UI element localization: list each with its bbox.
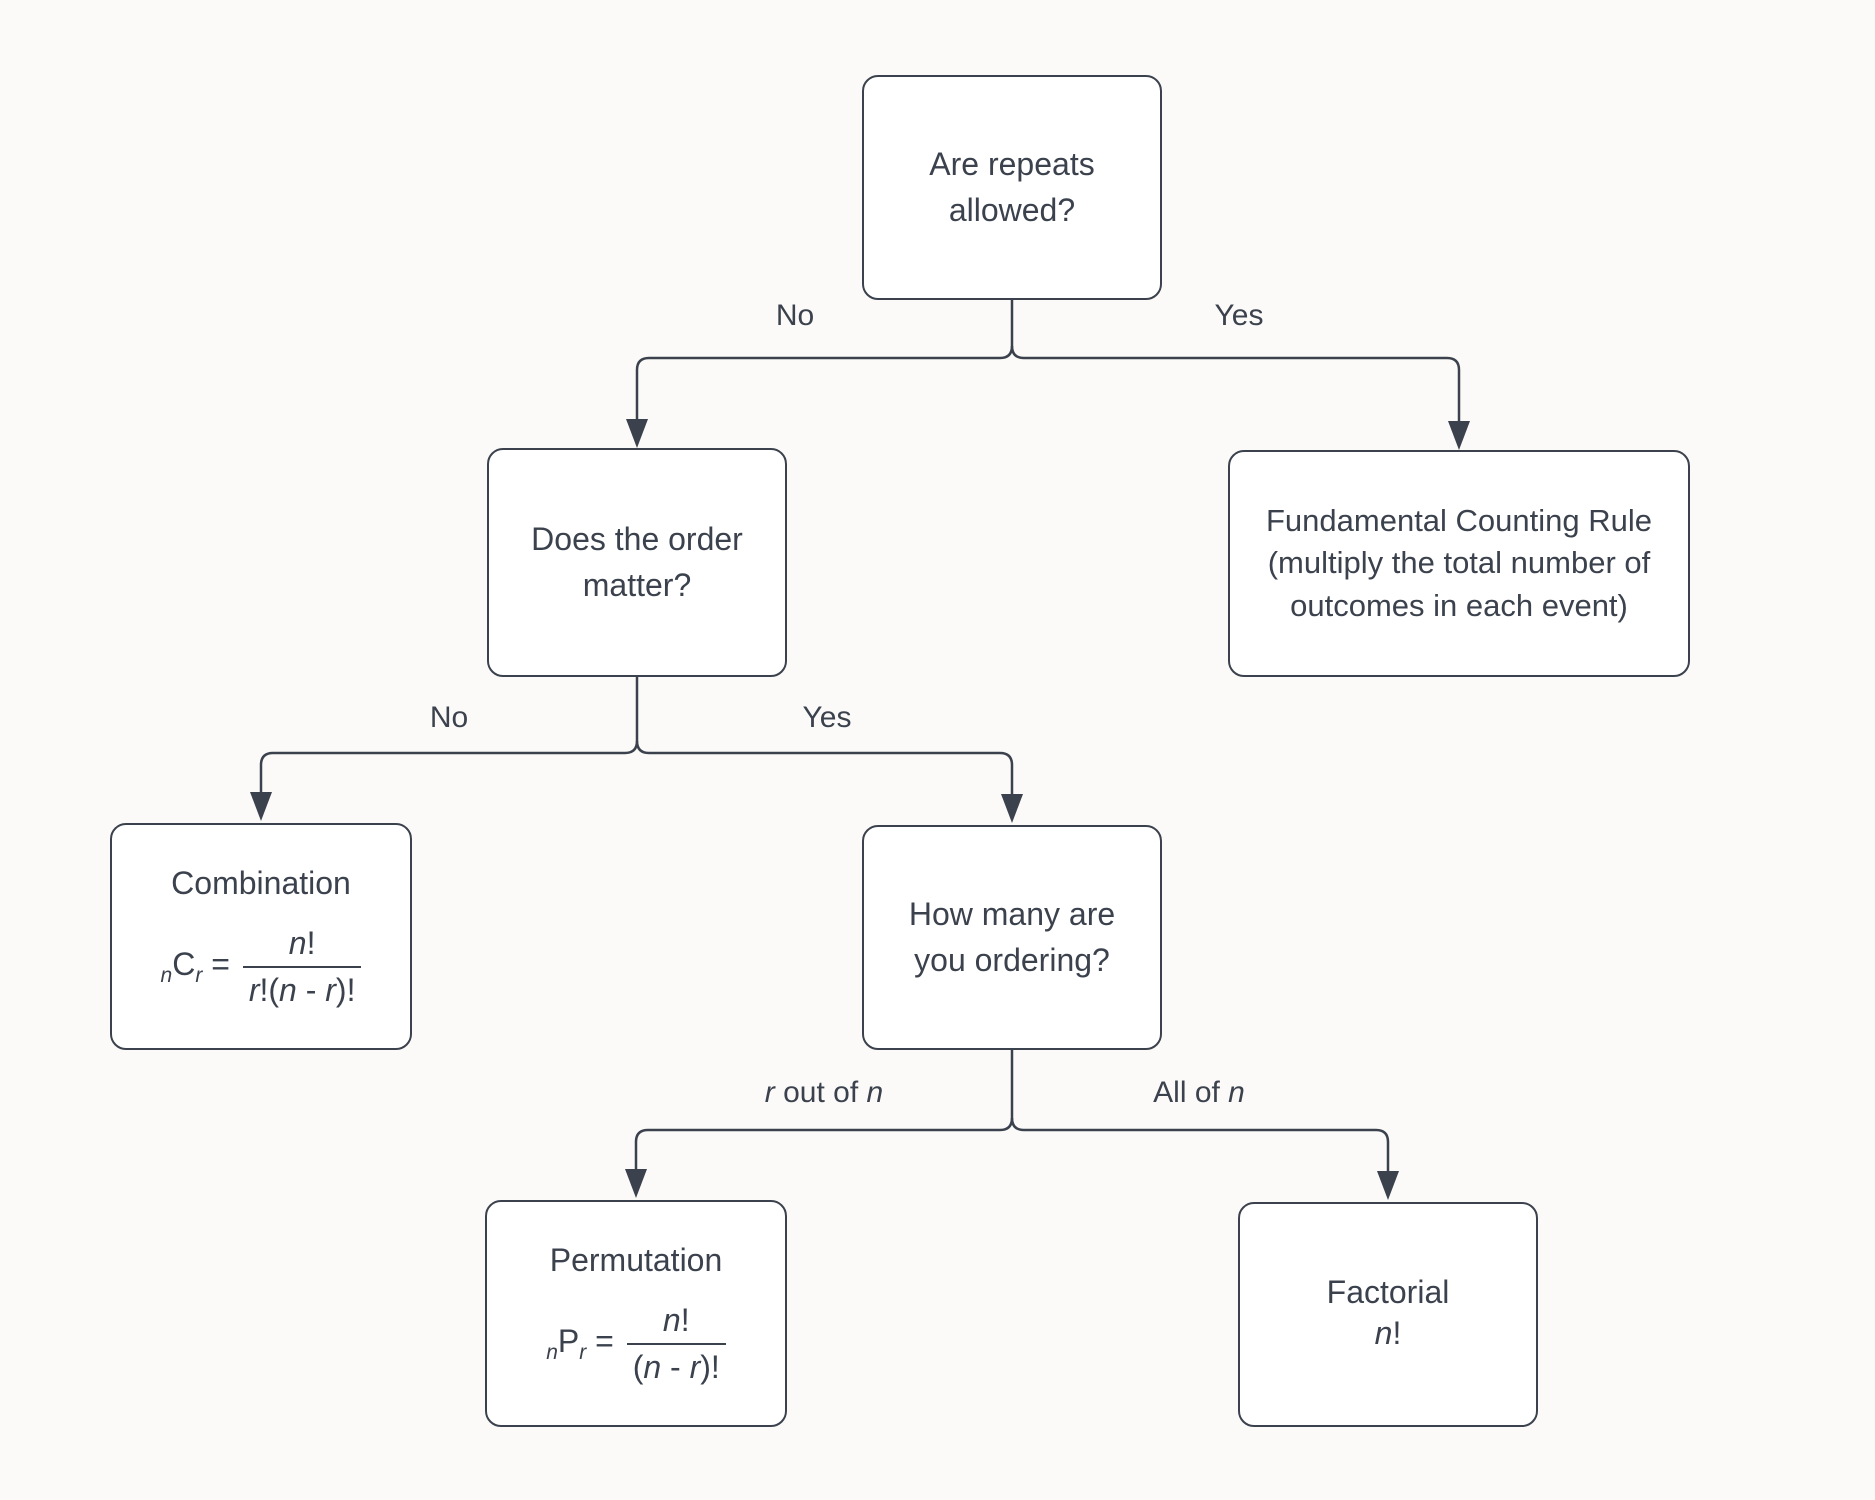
arrowhead-down-icon [1377, 1171, 1399, 1200]
node-fundamental-counting-rule: Fundamental Counting Rule(multiply the t… [1228, 450, 1690, 677]
edge-label-repeats-no: No [775, 299, 815, 332]
edge-order-no-line [259, 677, 639, 797]
node-factorial-title: Factorial [1326, 1273, 1450, 1310]
permutation-formula-lhs: nPr = [546, 1322, 623, 1364]
combination-numerator: n! [242, 925, 362, 968]
edge-label-order-yes: Yes [802, 701, 852, 734]
edge-repeats-yes-line [1010, 345, 1461, 426]
edge-label-all-of-n: All of n [1153, 1076, 1245, 1109]
edge-r-out-of-n-line [634, 1050, 1014, 1174]
combination-formula: nCr = n! r!(n - r)! [161, 925, 362, 1009]
factorial-expression: n! [1374, 1314, 1402, 1351]
permutation-formula: nPr = n! (n - r)! [546, 1302, 726, 1386]
permutation-fraction: n! (n - r)! [626, 1302, 726, 1386]
permutation-denominator: (n - r)! [632, 1348, 720, 1385]
edge-repeats-no-line [635, 300, 1014, 424]
arrowhead-down-icon [1448, 421, 1470, 450]
edge-label-order-no: No [429, 701, 469, 734]
edge-label-r-out-of-n: r out of n [764, 1076, 884, 1109]
edge-all-of-n-line [1010, 1117, 1390, 1176]
arrowhead-down-icon [625, 1169, 647, 1198]
combination-formula-lhs: nCr = [160, 945, 239, 987]
arrowhead-down-icon [1001, 794, 1023, 823]
combination-denominator: r!(n - r)! [248, 971, 356, 1008]
edge-order-yes-line [635, 740, 1014, 799]
node-combination: Combination nCr = n! r!(n - r)! [110, 823, 412, 1050]
node-factorial: Factorial n! [1238, 1202, 1538, 1427]
combination-fraction: n! r!(n - r)! [242, 925, 362, 1009]
node-permutation: Permutation nPr = n! (n - r)! [485, 1200, 787, 1427]
permutation-numerator: n! [626, 1302, 726, 1345]
node-permutation-title: Permutation [549, 1242, 723, 1279]
arrowhead-down-icon [250, 792, 272, 821]
edge-label-repeats-yes: Yes [1214, 299, 1264, 332]
node-combination-title: Combination [171, 865, 351, 902]
arrowhead-down-icon [626, 419, 648, 448]
node-fundamental-counting-rule-label: Fundamental Counting Rule(multiply the t… [1265, 503, 1653, 623]
